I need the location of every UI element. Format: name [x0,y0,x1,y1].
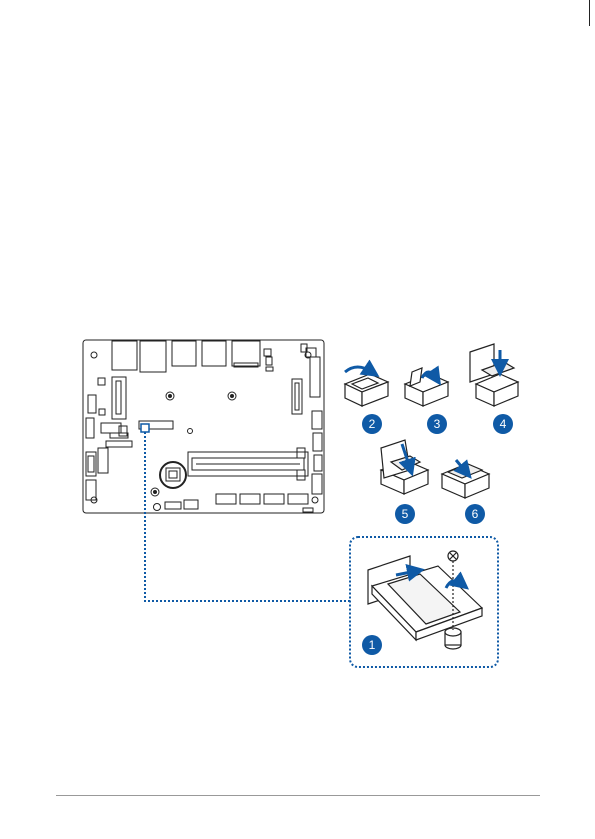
step-badge-1-label: 1 [369,638,376,652]
step-4-illustration [470,344,518,406]
m2-slot-marker [141,424,149,432]
step-6-illustration [442,460,489,498]
step-badge-2-label: 2 [369,417,376,431]
step-badge-5-label: 5 [402,507,409,521]
step-badge-3-label: 3 [434,417,441,431]
step-badge-5: 5 [395,504,415,524]
step-badge-1: 1 [362,635,382,655]
step-badge-6-label: 6 [472,507,479,521]
step-2-illustration [345,367,388,406]
motherboard [83,340,324,513]
step-1-illustration [368,551,482,649]
step-badge-6: 6 [465,504,485,524]
footer-divider [56,795,540,796]
step-badge-2: 2 [362,414,382,434]
step-badge-3: 3 [427,414,447,434]
step-badge-4: 4 [493,414,513,434]
step-badge-4-label: 4 [500,417,507,431]
step-3-illustration [405,368,448,406]
step-5-illustration [381,440,428,494]
